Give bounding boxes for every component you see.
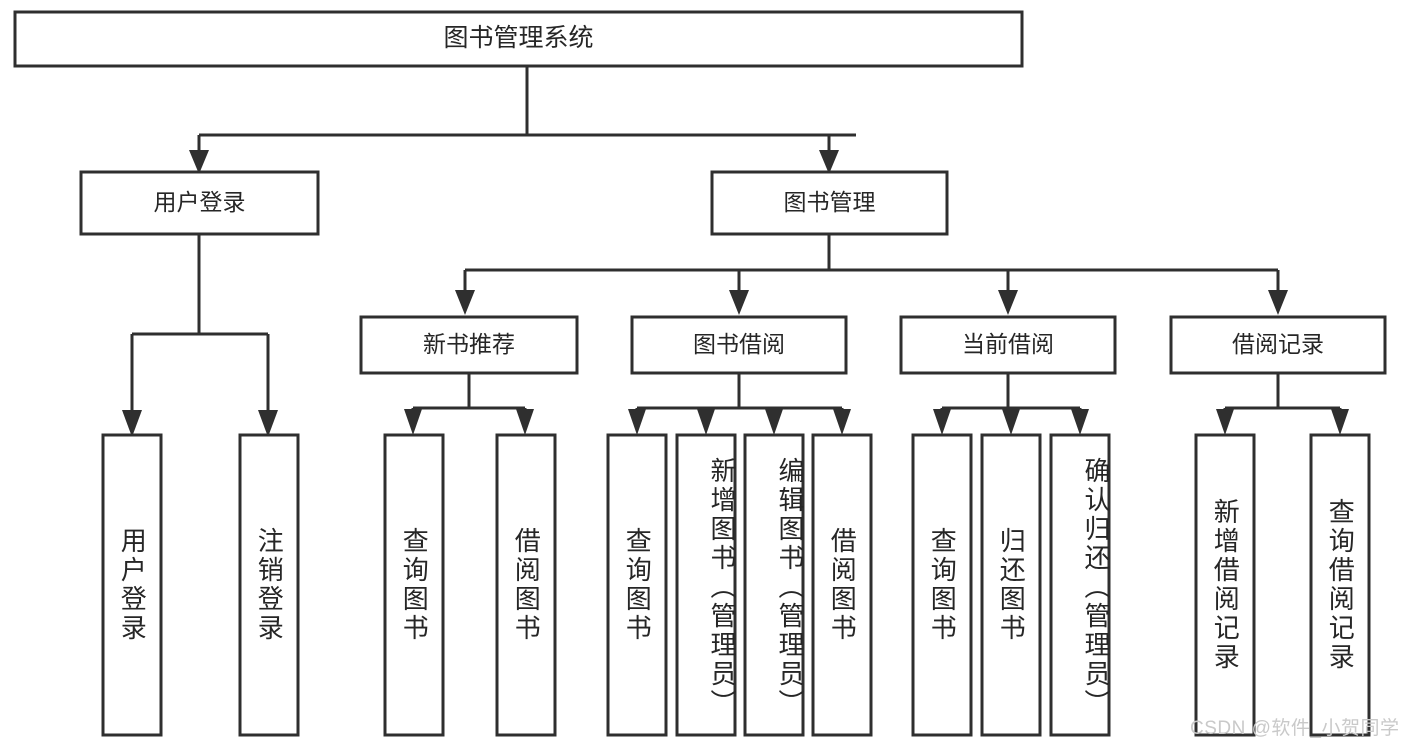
arrowhead-new-book-child-0	[404, 409, 422, 435]
node-leaf-user-login[interactable]	[101, 433, 163, 737]
node-current-borrow[interactable]	[899, 315, 1117, 375]
node-leaf-return-book[interactable]	[980, 433, 1042, 737]
node-leaf-query-book-recommend[interactable]	[383, 433, 445, 737]
node-boxes	[13, 10, 1387, 737]
arrowhead-current-borrow-child-1	[1002, 409, 1020, 435]
arrowhead-book-borrow-child-2	[765, 409, 783, 435]
node-leaf-query-book-current[interactable]	[911, 433, 973, 737]
arrowhead-current-borrow-child-2	[1071, 409, 1089, 435]
arrowhead-book-manage	[819, 150, 839, 174]
arrowhead-new-book	[455, 290, 475, 315]
node-book-borrow[interactable]	[630, 315, 848, 375]
arrowhead-current-borrow	[998, 290, 1018, 315]
arrowhead-book-borrow-child-3	[833, 409, 851, 435]
node-root-book-management-system[interactable]	[13, 10, 1024, 68]
node-leaf-confirm-return-admin[interactable]	[1049, 433, 1111, 737]
arrowhead-borrow-record	[1268, 290, 1288, 315]
node-leaf-borrow-book[interactable]	[811, 433, 873, 737]
arrowhead-borrow-record-child-1	[1331, 409, 1349, 435]
node-user-login[interactable]	[79, 170, 320, 236]
arrowhead-current-borrow-child-0	[933, 409, 951, 435]
arrowhead-borrow-record-child-0	[1216, 409, 1234, 435]
node-leaf-query-borrow-record[interactable]	[1309, 433, 1371, 737]
node-leaf-edit-book-admin[interactable]	[743, 433, 805, 737]
arrowhead-user-login-child-1	[258, 410, 278, 437]
arrowhead-user-login-child-0	[122, 410, 142, 437]
node-leaf-borrow-book-recommend[interactable]	[495, 433, 557, 737]
node-leaf-add-book-admin[interactable]	[675, 433, 737, 737]
arrowheads	[122, 150, 1349, 437]
node-leaf-query-book-borrow[interactable]	[606, 433, 668, 737]
arrowhead-book-borrow-child-1	[697, 409, 715, 435]
csdn-watermark: CSDN @软件_小贺同学	[1190, 718, 1400, 739]
node-new-book-recommend[interactable]	[359, 315, 579, 375]
arrowhead-new-book-child-1	[516, 409, 534, 435]
arrowhead-book-borrow	[729, 290, 749, 315]
arrowhead-user-login	[189, 150, 209, 174]
node-leaf-user-logout[interactable]	[238, 433, 300, 737]
node-leaf-add-borrow-record[interactable]	[1194, 433, 1256, 737]
node-borrow-record[interactable]	[1169, 315, 1387, 375]
arrowhead-book-borrow-child-0	[628, 409, 646, 435]
node-book-management[interactable]	[710, 170, 949, 236]
